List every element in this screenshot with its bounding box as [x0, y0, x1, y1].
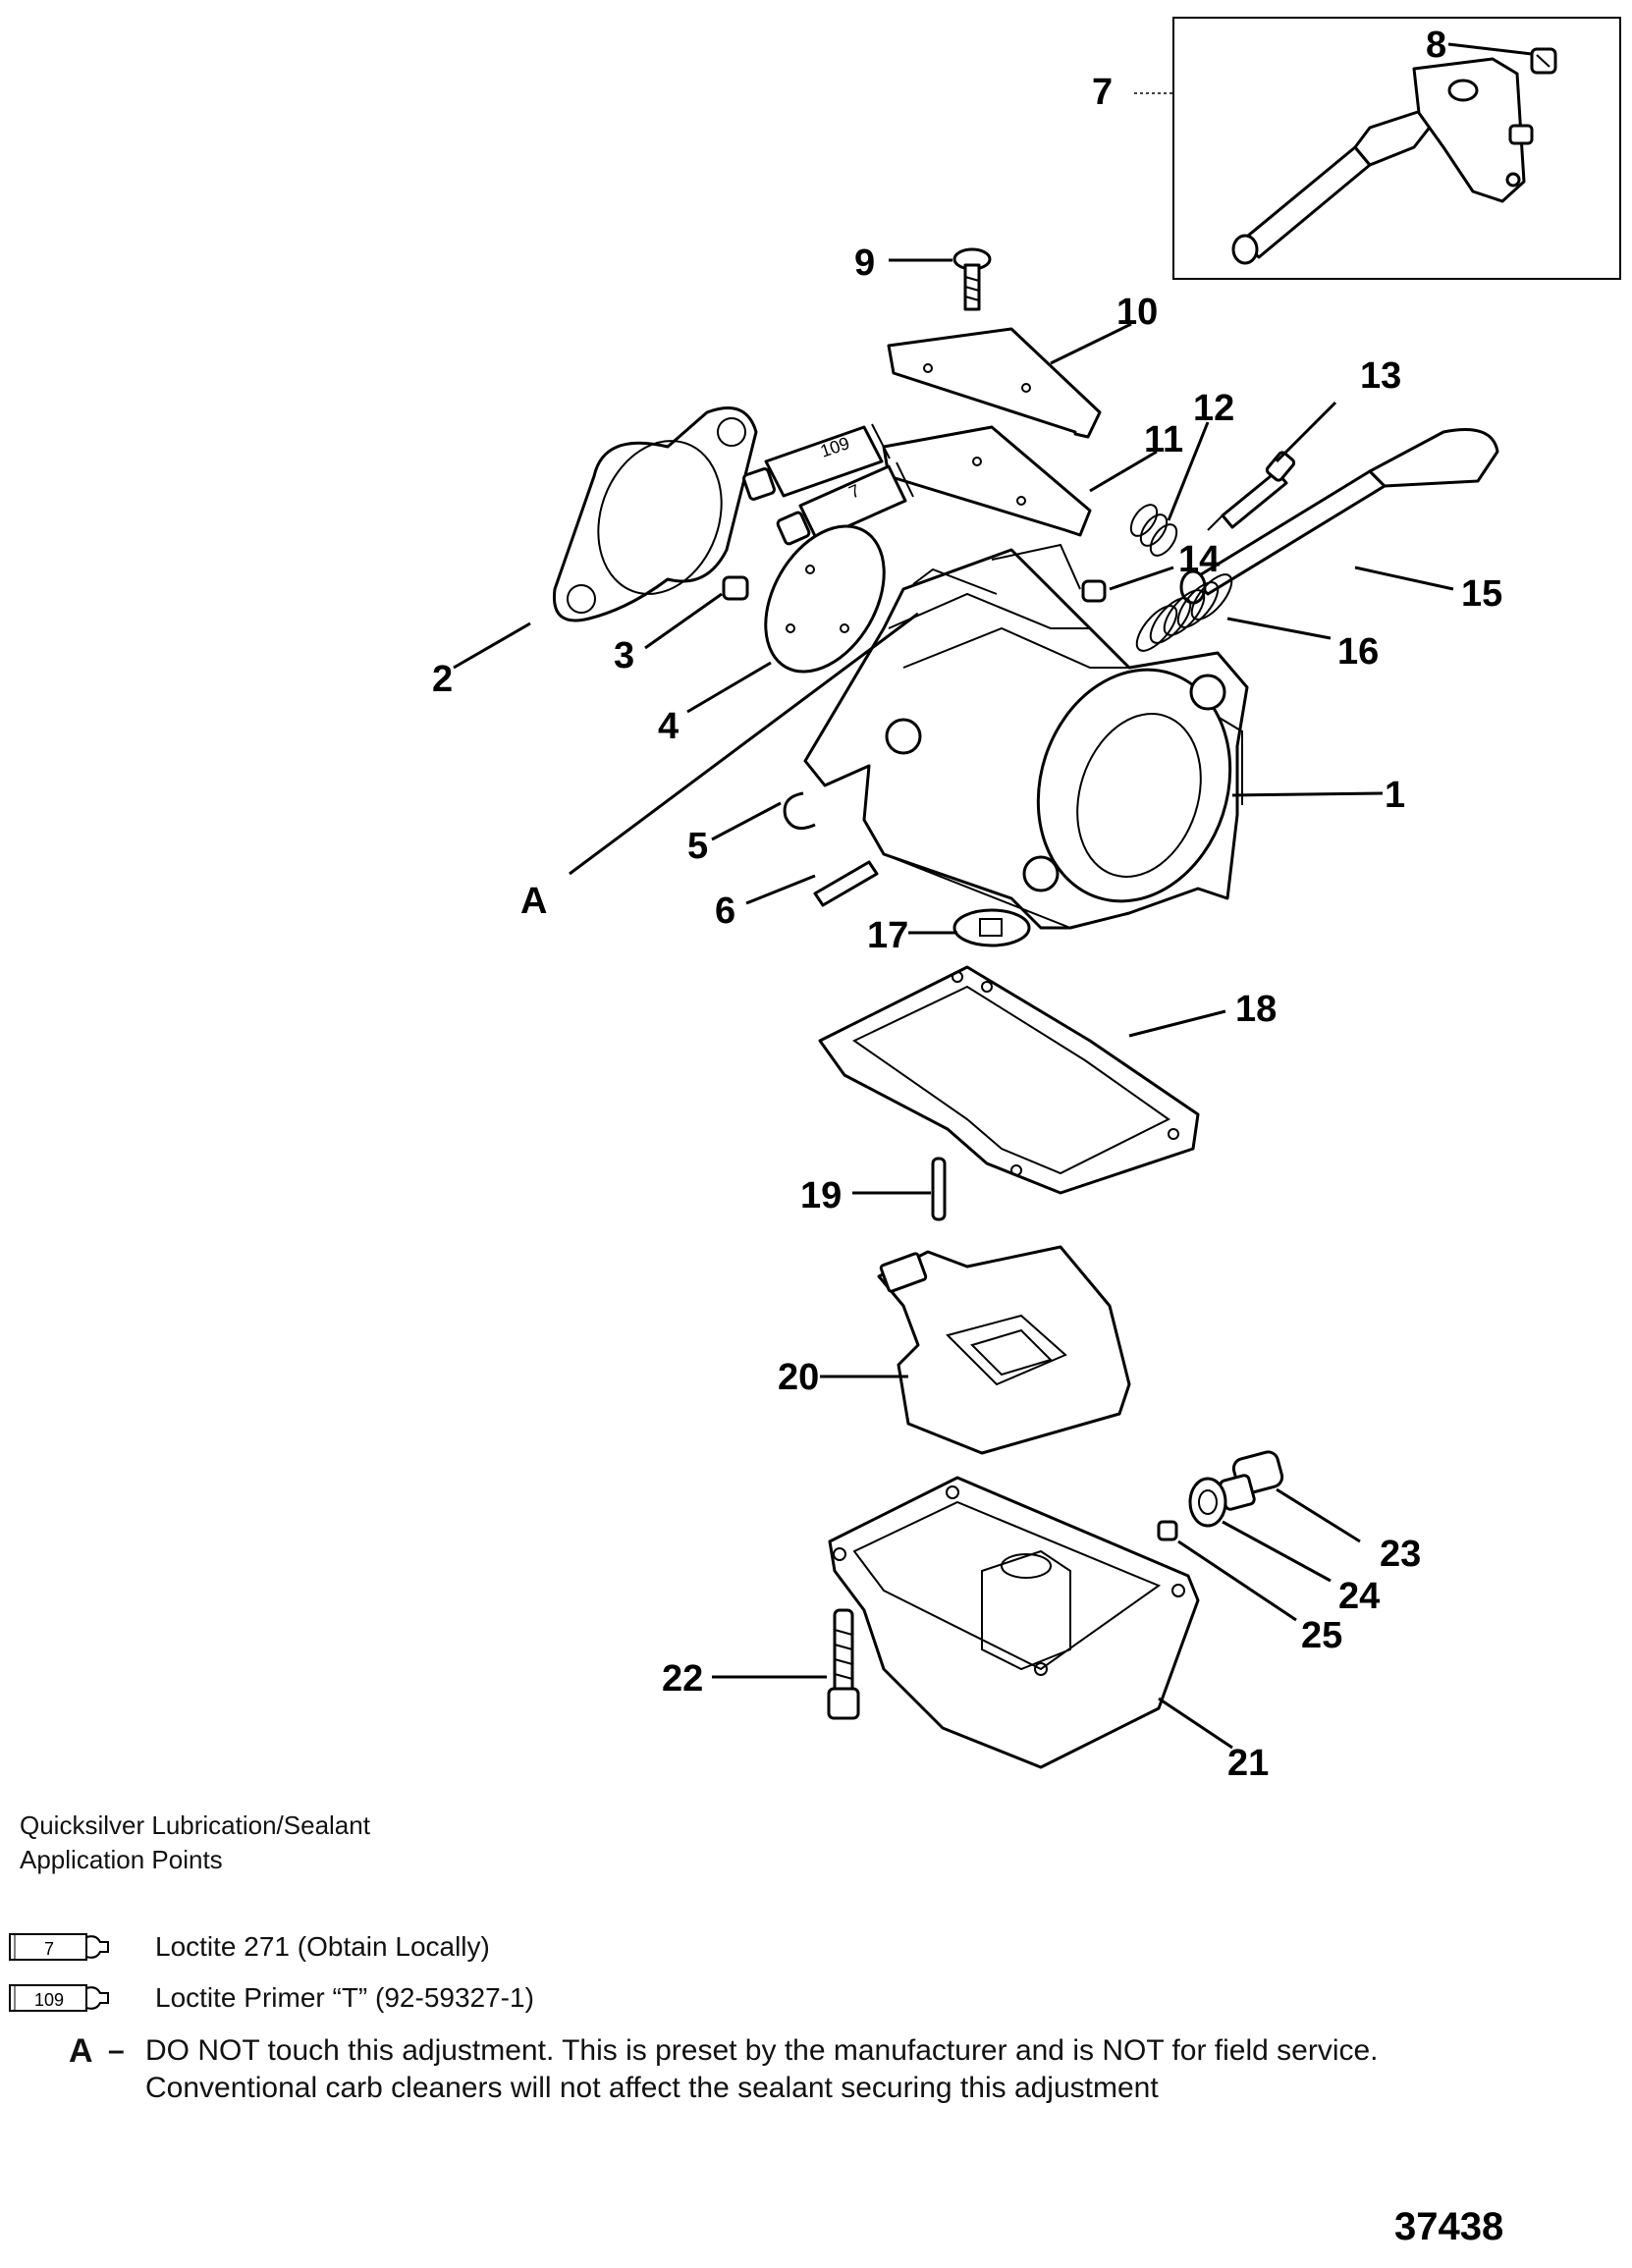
callout-2: 2: [432, 659, 453, 700]
callout-labels: 7 8 9 10 11 12 13 14 15 16 1 2 3 4 5 6 A…: [432, 25, 1502, 1784]
callout-23: 23: [1380, 1534, 1421, 1575]
callout-19: 19: [800, 1175, 842, 1216]
callout-20: 20: [778, 1357, 819, 1398]
note-key: A: [69, 2032, 93, 2070]
part-4-cover: [764, 524, 886, 674]
part-19-pin: [931, 1157, 947, 1221]
legend-item-7: 7 Loctite 271 (Obtain Locally): [6, 1930, 490, 1964]
figure-number: 37438: [1394, 2205, 1504, 2248]
part-7-throttle-shaft: [1231, 57, 1534, 265]
callout-24: 24: [1338, 1576, 1380, 1617]
part-22-screw: [827, 1608, 860, 1720]
inset-box: [1172, 17, 1621, 280]
callout-12: 12: [1193, 388, 1234, 429]
callout-A: A: [520, 881, 547, 922]
part-5-e-clip: [783, 791, 816, 831]
part-16-spring: [1135, 573, 1233, 652]
legend-heading: Quicksilver Lubrication/Sealant Applicat…: [20, 1809, 370, 1877]
legend-heading-line1: Quicksilver Lubrication/Sealant: [20, 1810, 370, 1840]
part-25-jet: [1157, 1520, 1178, 1541]
callout-16: 16: [1337, 631, 1379, 673]
callout-11: 11: [1144, 419, 1183, 460]
part-14-screw: [1081, 579, 1107, 603]
legend-heading-line2: Application Points: [20, 1845, 223, 1874]
callout-9: 9: [854, 243, 875, 284]
part-20-float: [877, 1245, 1131, 1455]
note-line2: Conventional carb cleaners will not affe…: [145, 2072, 1159, 2104]
sealant-tube-icon: 109: [9, 1984, 109, 2012]
callout-15: 15: [1461, 573, 1502, 615]
sealant-tube-7-icon: 7: [776, 461, 914, 546]
legend-code-109: 109: [34, 1990, 64, 2010]
callout-8: 8: [1426, 25, 1446, 66]
part-2-gasket: [552, 406, 758, 622]
callout-13: 13: [1360, 355, 1401, 397]
carburetor-exploded-diagram: 109 7: [432, 17, 1621, 1784]
part-1-carburetor-body: [803, 543, 1249, 930]
part-12-spring: [1129, 504, 1178, 557]
part-6-pin: [813, 860, 879, 907]
legend-text-7: Loctite 271 (Obtain Locally): [155, 1931, 490, 1962]
part-17-washer: [952, 908, 1031, 947]
callout-4: 4: [658, 706, 679, 747]
sealant-tube-icon: 7: [9, 1933, 109, 1961]
part-3-plug: [722, 575, 749, 601]
legend-item-109: 109 Loctite Primer “T” (92-59327-1): [6, 1981, 534, 2015]
part-9-screw: [952, 247, 992, 311]
part-8-screw: [1530, 47, 1557, 75]
part-24-washer: [1188, 1477, 1227, 1528]
callout-21: 21: [1227, 1743, 1269, 1784]
callout-7: 7: [1092, 72, 1113, 113]
part-10-plate: [887, 327, 1102, 439]
part-21-float-bowl: [828, 1476, 1200, 1769]
callout-14: 14: [1178, 539, 1220, 580]
note-line1: DO NOT touch this adjustment. This is pr…: [145, 2034, 1379, 2067]
callout-25: 25: [1301, 1615, 1342, 1656]
callout-17: 17: [867, 915, 908, 956]
part-23-drain-plug: [1219, 1450, 1284, 1511]
leader-lines: [453, 42, 1533, 1750]
note-separator: –: [108, 2034, 125, 2067]
callout-6: 6: [715, 891, 735, 932]
callout-18: 18: [1235, 989, 1277, 1030]
legend-code-7: 7: [44, 1939, 54, 1959]
callout-5: 5: [687, 826, 708, 867]
part-11-plate: [882, 425, 1092, 537]
callout-22: 22: [662, 1658, 703, 1700]
callout-1: 1: [1385, 775, 1405, 816]
callout-10: 10: [1116, 292, 1158, 333]
part-18-gasket: [818, 965, 1200, 1195]
callout-3: 3: [614, 635, 634, 676]
legend-text-109: Loctite Primer “T” (92-59327-1): [155, 1982, 534, 2013]
part-13-needle-screw: [1207, 451, 1296, 531]
note-a: A – DO NOT touch this adjustment. This i…: [69, 2032, 1379, 2107]
sealant-tube-109-icon: 109: [742, 423, 891, 501]
